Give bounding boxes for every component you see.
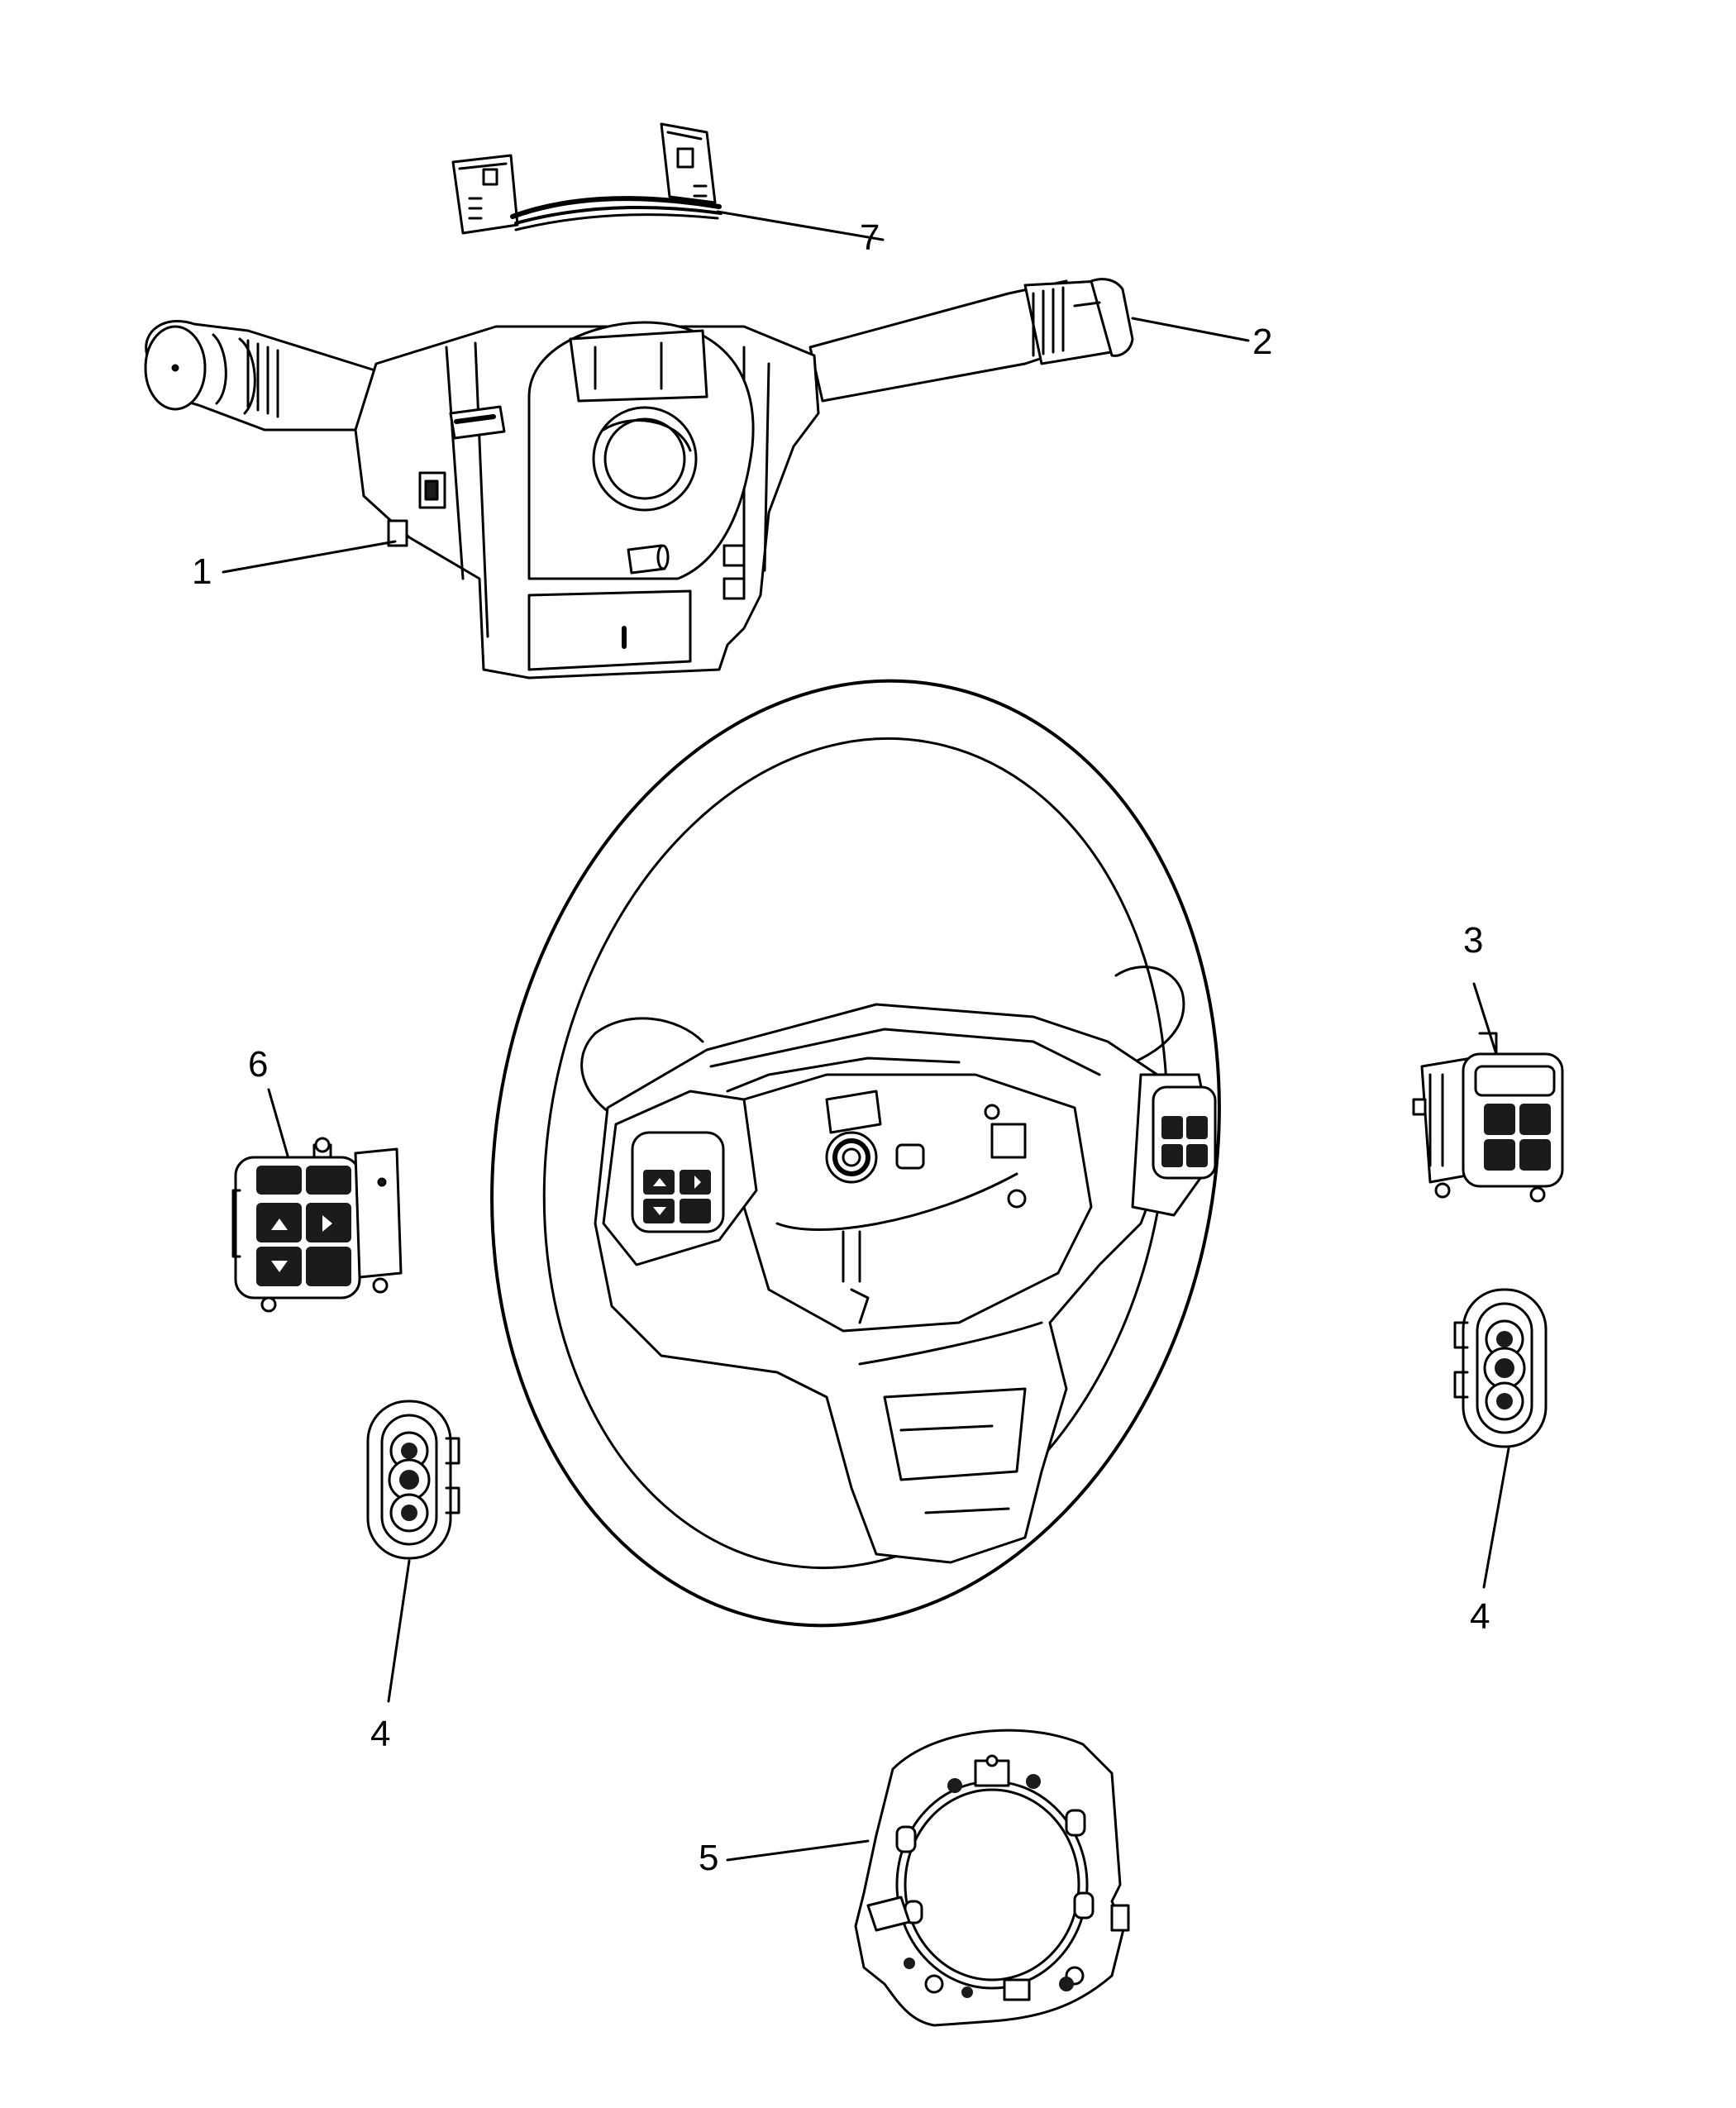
callout-5: 5 bbox=[699, 1838, 718, 1878]
callout-7: 7 bbox=[860, 217, 880, 258]
multifunction-switch-part-1 bbox=[144, 278, 1134, 680]
wheel-right-switch-buttons bbox=[1161, 1116, 1208, 1167]
wheel-left-switch-buttons bbox=[643, 1170, 711, 1223]
rocker-switch-part-4-right bbox=[1453, 1288, 1548, 1448]
callout-4-left: 4 bbox=[370, 1714, 390, 1754]
mounting-plate-part-5 bbox=[854, 1729, 1130, 2027]
left-switch-part-6 bbox=[231, 1137, 403, 1313]
steering-wheel bbox=[490, 679, 1221, 1628]
callout-4-right: 4 bbox=[1470, 1596, 1490, 1637]
callouts: 1 2 3 4 4 5 6 7 bbox=[192, 217, 1490, 1878]
right-switch-part-3 bbox=[1412, 1032, 1564, 1203]
wiring-harness-part-7 bbox=[451, 122, 723, 235]
rocker-switch-part-4-left bbox=[366, 1400, 460, 1560]
leader-lines bbox=[222, 210, 1510, 1862]
callout-1: 1 bbox=[192, 551, 212, 592]
callout-6: 6 bbox=[248, 1044, 268, 1085]
callout-2: 2 bbox=[1252, 322, 1272, 362]
callout-3: 3 bbox=[1463, 920, 1483, 961]
